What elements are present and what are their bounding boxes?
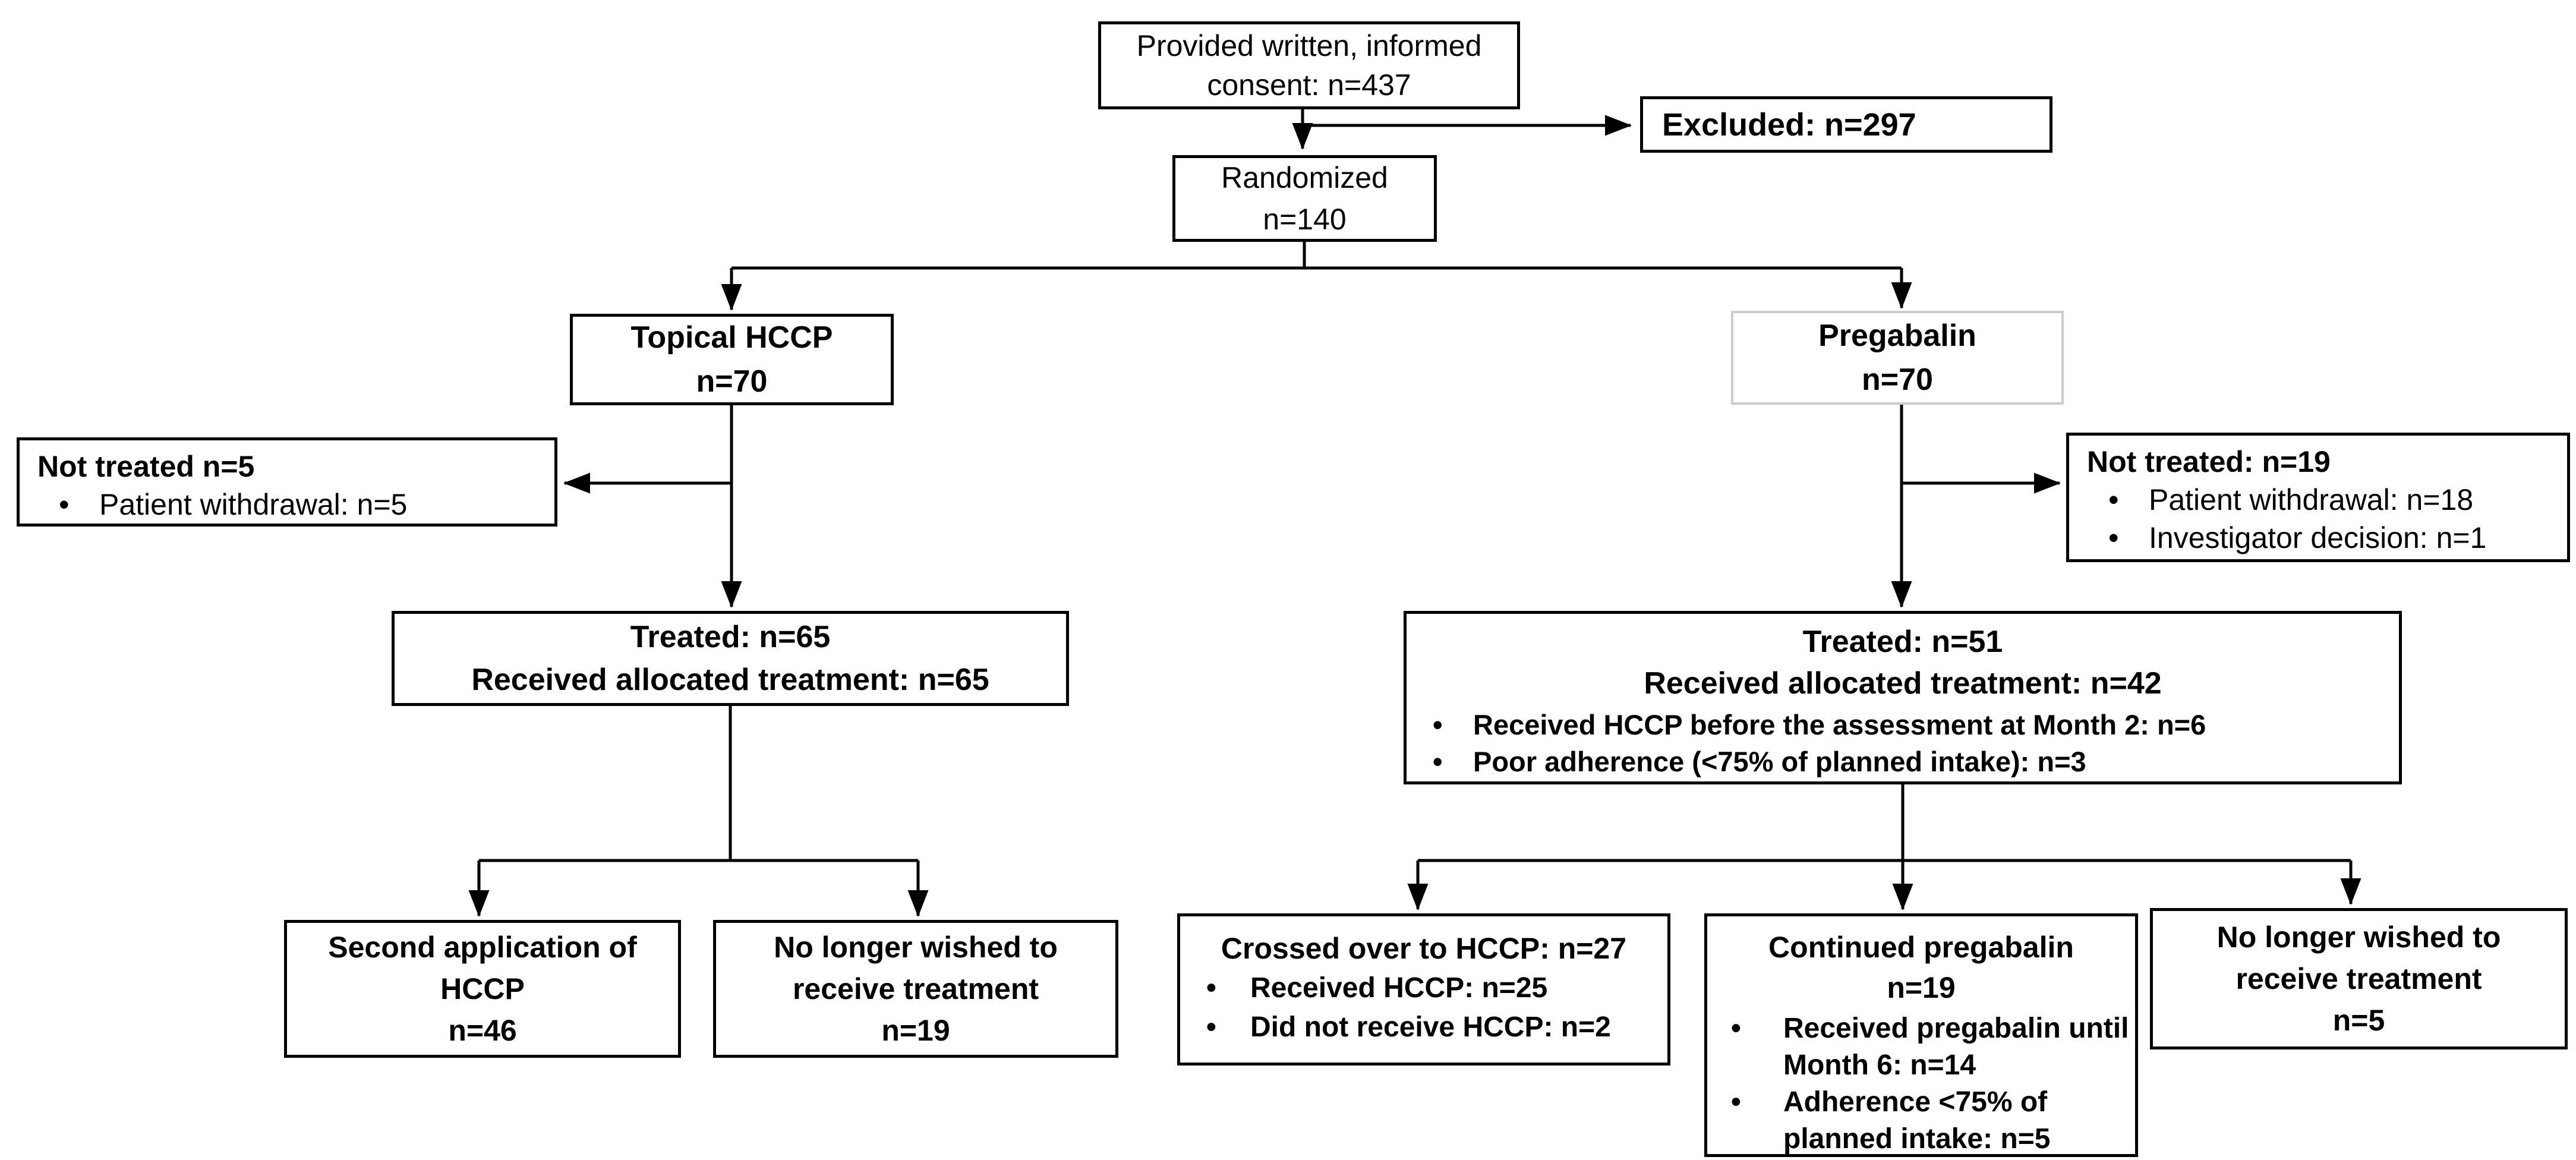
bullet-item: Patient withdrawal: n=18	[2087, 481, 2556, 519]
bullet-item: Received HCCP: n=25	[1180, 969, 1667, 1008]
node-topical-hccp: Topical HCCP n=70	[570, 314, 894, 405]
text-line: Excluded: n=297	[1662, 106, 1916, 143]
text-line: Provided written, informed	[1136, 29, 1482, 62]
text-line: Received allocated treatment: n=42	[1644, 666, 2162, 701]
text-line: Not treated n=5	[37, 450, 255, 483]
text-line: n=5	[2332, 1004, 2385, 1037]
bullet-list: Received HCCP before the assessment at M…	[1407, 707, 2399, 780]
text-line: No longer wished to	[2216, 921, 2501, 954]
text-line: n=19	[881, 1014, 950, 1047]
node-crossed-over: Crossed over to HCCP: n=27 Received HCCP…	[1177, 913, 1670, 1066]
text-line: Randomized	[1221, 161, 1388, 194]
text-line: consent: n=437	[1207, 68, 1411, 102]
text-line: n=46	[448, 1014, 517, 1047]
bullet-list: Received HCCP: n=25 Did not receive HCCP…	[1180, 969, 1667, 1047]
bullet-item: Investigator decision: n=1	[2087, 519, 2556, 557]
text-line: n=70	[1862, 363, 1933, 397]
node-provided-consent: Provided written, informed consent: n=43…	[1098, 21, 1520, 109]
node-no-longer-wished-hccp: No longer wished to receive treatment n=…	[713, 920, 1118, 1058]
bullet-list: Patient withdrawal: n=18 Investigator de…	[2087, 481, 2556, 557]
bullet-list: Received pregabalin until Month 6: n=14 …	[1707, 1010, 2135, 1158]
bullet-item: Received pregabalin until Month 6: n=14	[1707, 1010, 2135, 1084]
text-line: No longer wished to	[774, 931, 1058, 964]
bullet-item: Adherence <75% of planned intake: n=5	[1707, 1084, 2135, 1158]
text-line: Topical HCCP	[630, 320, 833, 355]
text-line: Crossed over to HCCP: n=27	[1221, 932, 1627, 965]
text-line: Not treated: n=19	[2087, 445, 2331, 478]
bullet-item: Did not receive HCCP: n=2	[1180, 1008, 1667, 1047]
text-line: Second application of	[328, 931, 637, 964]
node-pregabalin: Pregabalin n=70	[1731, 311, 2064, 405]
node-treated-hccp: Treated: n=65 Received allocated treatme…	[392, 611, 1069, 706]
node-continued-pregabalin: Continued pregabalin n=19 Received prega…	[1704, 913, 2138, 1157]
node-not-treated-hccp: Not treated n=5 Patient withdrawal: n=5	[17, 437, 557, 527]
text-line: n=140	[1263, 203, 1347, 236]
node-second-application: Second application of HCCP n=46	[284, 920, 681, 1058]
node-treated-pregabalin: Treated: n=51 Received allocated treatme…	[1404, 611, 2402, 784]
node-no-longer-wished-pregabalin: No longer wished to receive treatment n=…	[2150, 908, 2568, 1049]
text-line: Treated: n=51	[1802, 625, 2003, 659]
text-line: n=70	[696, 364, 768, 399]
text-line: n=19	[1887, 971, 1956, 1004]
text-line: Received allocated treatment: n=65	[471, 663, 989, 697]
node-randomized: Randomized n=140	[1172, 155, 1437, 242]
node-excluded: Excluded: n=297	[1640, 96, 2052, 153]
node-not-treated-pregabalin: Not treated: n=19 Patient withdrawal: n=…	[2066, 433, 2570, 562]
bullet-item: Received HCCP before the assessment at M…	[1407, 707, 2399, 743]
bullet-item: Patient withdrawal: n=5	[37, 486, 544, 524]
bullet-item: Poor adherence (<75% of planned intake):…	[1407, 743, 2399, 780]
text-line: receive treatment	[2236, 962, 2482, 995]
text-line: Continued pregabalin	[1768, 931, 2074, 964]
bullet-list: Patient withdrawal: n=5	[37, 486, 544, 524]
text-line: Pregabalin	[1818, 319, 1976, 353]
text-line: receive treatment	[792, 972, 1039, 1005]
text-line: Treated: n=65	[630, 620, 831, 654]
text-line: HCCP	[440, 972, 525, 1005]
